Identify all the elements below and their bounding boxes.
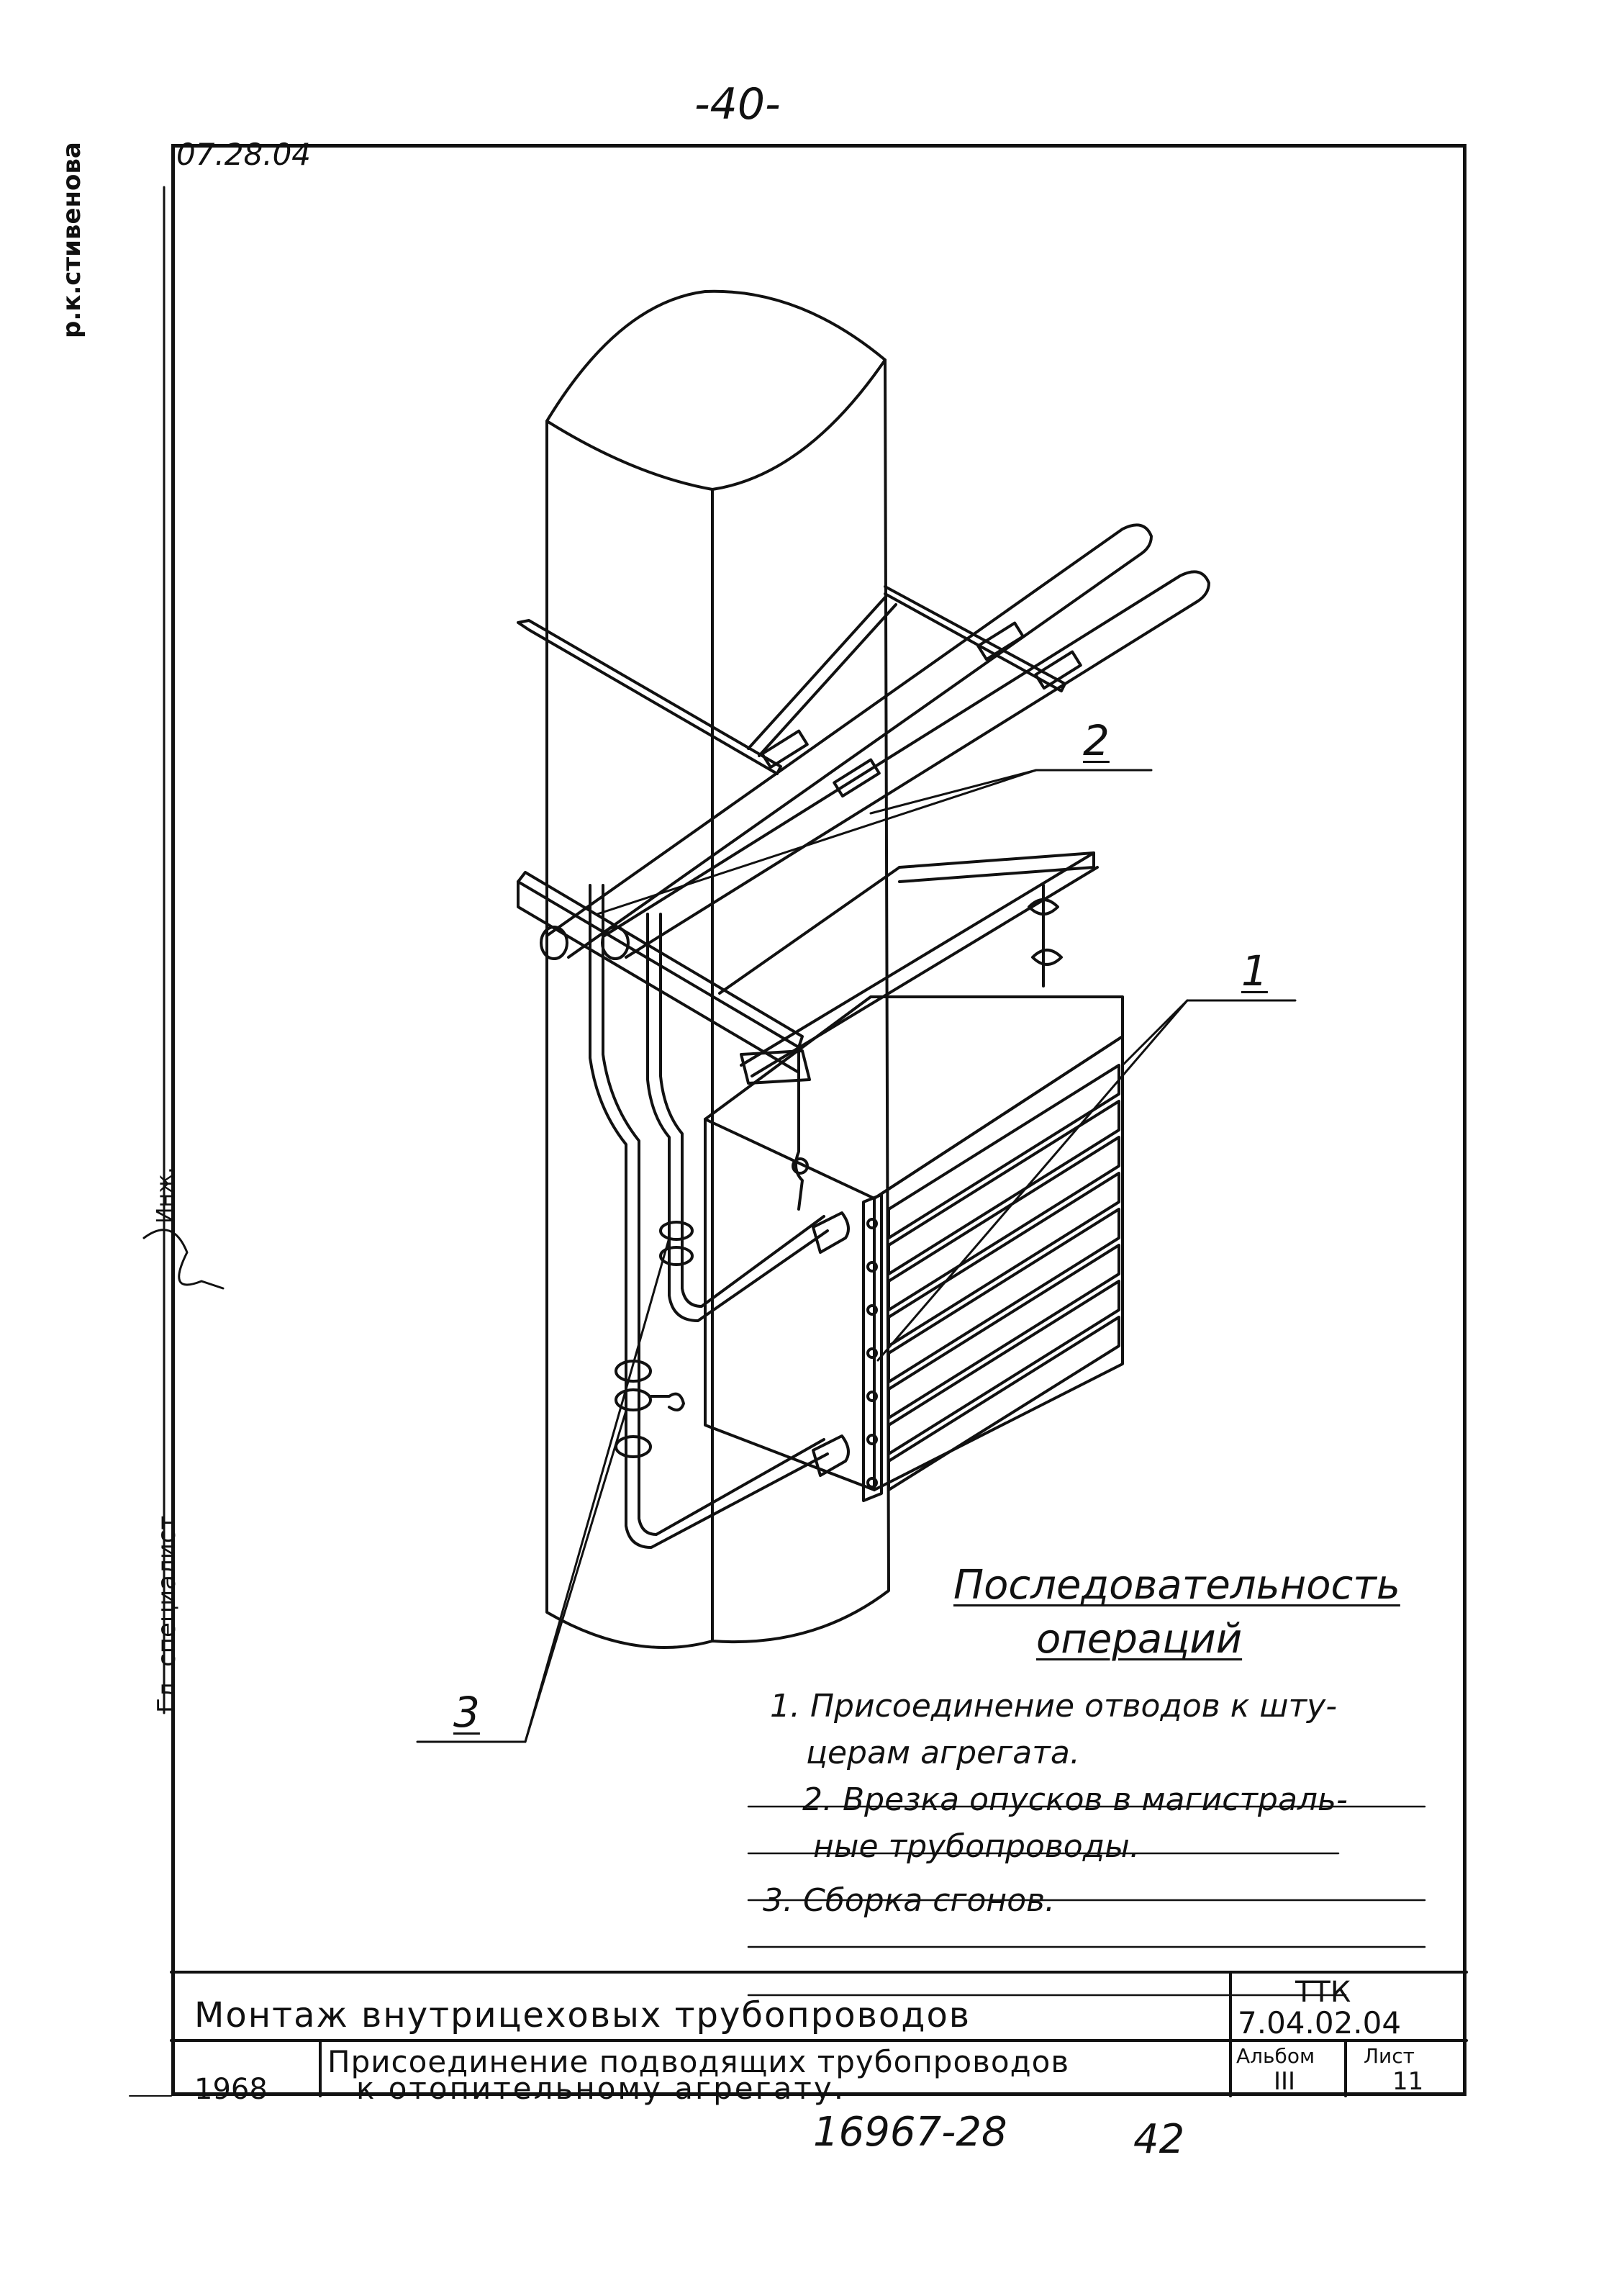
sub-title-line1: Присоединение подводящих трубопроводов <box>327 2044 1070 2079</box>
sheet-label: Лист <box>1364 2044 1415 2068</box>
archive-number: 16967-28 <box>813 2109 1007 2156</box>
ttk-label: ТТК <box>1295 1976 1351 2009</box>
sheet-value: 11 <box>1392 2067 1424 2096</box>
lower-bracket <box>517 851 1099 1085</box>
column <box>545 289 890 1649</box>
callout-2: 2 <box>1083 716 1110 765</box>
heating-unit <box>704 995 1124 1502</box>
note-item-1b: церам агрегата. <box>806 1735 1080 1771</box>
drawing-frame <box>171 144 1466 2096</box>
note-item-2b: ные трубопроводы. <box>813 1828 1140 1865</box>
main-title: Монтаж внутрицеховых трубопроводов <box>194 1995 971 2035</box>
hangers <box>792 884 1063 1211</box>
note-item-3: 3. Сборка сгонов. <box>763 1882 1056 1919</box>
notes-lines <box>747 1805 1426 1997</box>
sub-title-line2: к отопительному агрегату. <box>356 2071 846 2106</box>
callout-1: 1 <box>1241 946 1268 995</box>
album-value: III <box>1274 2067 1296 2096</box>
album-label: Альбом <box>1236 2044 1315 2068</box>
riser-pipes <box>589 884 850 1549</box>
leader-lines <box>416 769 1297 1743</box>
ttk-code: 7.04.02.04 <box>1238 2005 1402 2040</box>
notes-title-line2: операций <box>1036 1616 1243 1663</box>
callout-3: 3 <box>453 1688 480 1737</box>
title-block <box>129 1971 1468 2097</box>
year: 1968 <box>194 2073 268 2106</box>
notes-title-line1: Последовательность <box>953 1562 1400 1609</box>
upper-bracket <box>517 585 1066 775</box>
page-number: -40- <box>694 79 781 130</box>
note-item-2: 2. Врезка опусков в магистраль- <box>802 1781 1348 1818</box>
drawing-code: 07.28.04 <box>176 137 312 172</box>
note-item-1: 1. Присоединение отводов к шту- <box>770 1688 1338 1725</box>
page-index: 42 <box>1133 2116 1185 2163</box>
